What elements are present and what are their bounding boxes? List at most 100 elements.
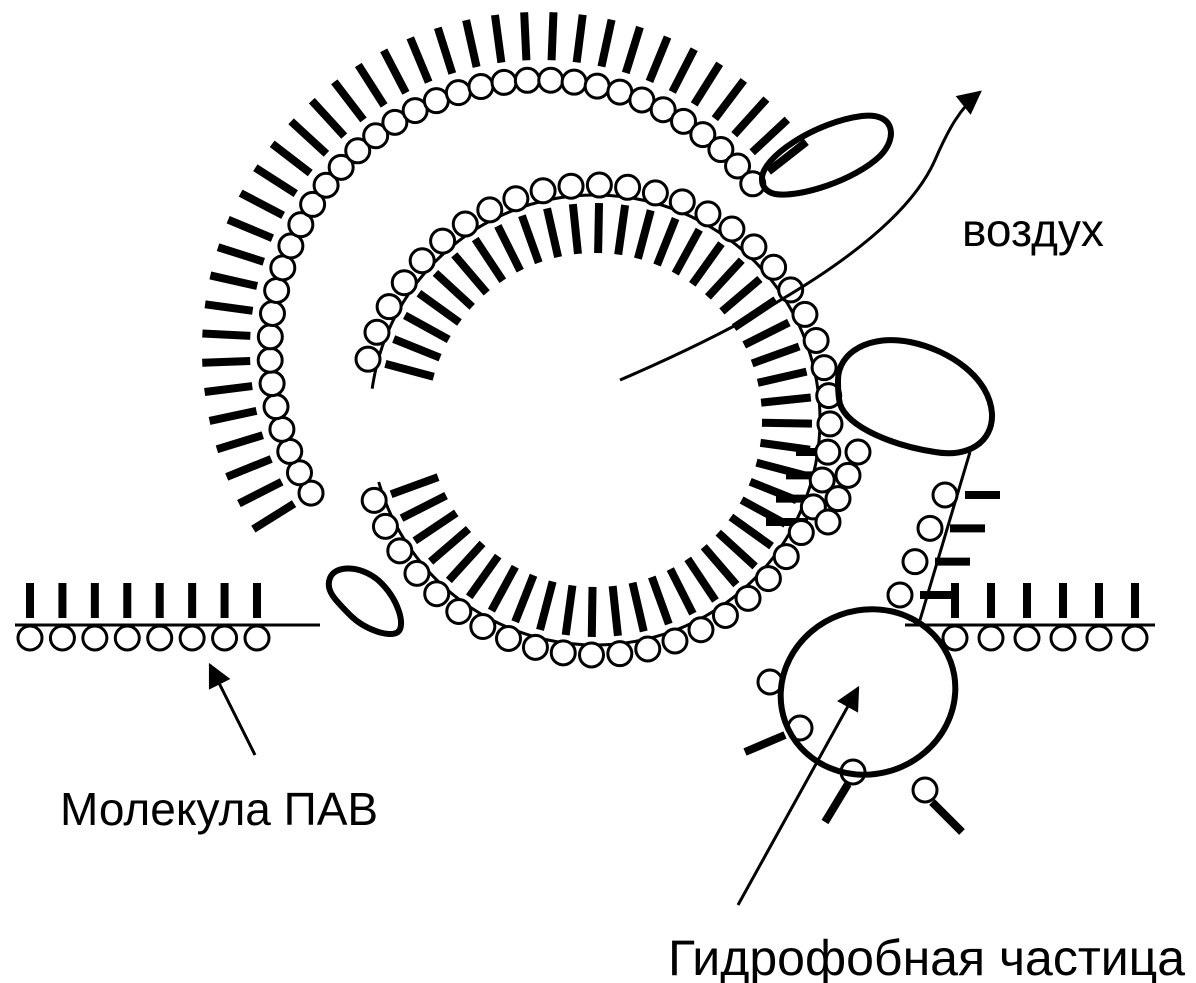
inner-bubble-molecule-head xyxy=(410,249,434,273)
hydrophobic-particle-small-left xyxy=(329,568,401,634)
inner-bubble-molecule-head xyxy=(689,618,713,642)
outer-bubble-molecule-head xyxy=(278,439,302,463)
inner-bubble-molecule-tail xyxy=(540,582,553,630)
outer-bubble-molecule-tail xyxy=(410,38,428,82)
column-right-molecule-head xyxy=(903,550,927,574)
column-left-molecule-head xyxy=(816,510,840,534)
inner-bubble-molecule-tail xyxy=(475,239,503,281)
outer-bubble-molecule-tail xyxy=(601,20,611,67)
outer-bubble-molecule-tail xyxy=(291,121,326,153)
inner-bubble-molecule-tail xyxy=(692,244,721,285)
outer-bubble-molecule-head xyxy=(260,301,284,325)
inner-bubble-molecule-head xyxy=(643,181,667,205)
outer-bubble-molecule-tail xyxy=(524,12,526,60)
inner-bubble-molecule-head xyxy=(425,582,449,606)
surface-right-molecule-head xyxy=(1087,626,1111,650)
surface-left-molecule-head xyxy=(50,626,74,650)
outer-bubble-molecule-head xyxy=(264,395,288,419)
inner-bubble-molecule-head xyxy=(762,255,786,279)
inner-bubble-molecule-tail xyxy=(652,577,669,624)
surface-left-molecule-head xyxy=(213,626,237,650)
outer-bubble-molecule-tail xyxy=(210,275,257,286)
inner-bubble-molecule-tail xyxy=(688,559,716,601)
inner-bubble-molecule-tail xyxy=(598,203,599,253)
inner-bubble-molecule-tail xyxy=(394,339,440,358)
inner-bubble-molecule-head xyxy=(720,217,744,241)
outer-bubble-molecule-tail xyxy=(384,50,406,93)
inner-bubble-molecule-head xyxy=(774,545,798,569)
surface-left-molecule-head xyxy=(18,626,42,650)
outer-bubble-molecule-tail xyxy=(734,99,766,135)
inner-bubble-molecule-head xyxy=(388,539,412,563)
inner-bubble-molecule-tail xyxy=(415,513,457,541)
inner-bubble-molecule-head xyxy=(804,328,828,352)
surface-right-molecule-head xyxy=(1015,626,1039,650)
outer-bubble-molecule-head xyxy=(424,89,448,113)
inner-bubble-molecule-head xyxy=(559,174,583,198)
column-left-molecule-head xyxy=(826,487,850,511)
outer-bubble-molecule-tail xyxy=(334,82,363,120)
inner-bubble-molecule-tail xyxy=(675,230,699,274)
outer-bubble-molecule-tail xyxy=(272,144,310,173)
inner-bubble-molecule-head xyxy=(789,521,813,545)
surfactant-tails xyxy=(30,12,1135,832)
outer-bubble-molecule-tail xyxy=(218,247,264,262)
column-left-molecule-head xyxy=(846,440,870,464)
inner-bubble-molecule-head xyxy=(756,567,780,591)
outer-bubble-molecule-tail xyxy=(577,15,583,63)
outer-bubble-molecule-tail xyxy=(227,459,271,477)
particle-label: Гидрофобная частица xyxy=(668,930,1185,983)
particle-molecule-head xyxy=(913,778,937,802)
inner-bubble-molecule-head xyxy=(405,561,429,585)
outer-bubble-molecule-tail xyxy=(239,482,282,504)
outer-bubble-molecule-tail xyxy=(241,193,284,215)
outer-bubble-molecule-tail xyxy=(438,28,453,74)
hydrophobic-particle-large xyxy=(757,585,978,799)
inner-bubble-molecule-tail xyxy=(758,372,807,383)
outer-bubble-molecule-tail xyxy=(694,64,720,105)
outer-bubble-molecule-tail xyxy=(202,361,250,363)
column-left-molecule-head xyxy=(836,463,860,487)
inner-bubble-molecule-tail xyxy=(618,205,625,255)
inner-bubble-molecule-head xyxy=(362,488,386,512)
outer-bubble-molecule-head xyxy=(258,348,282,372)
inner-bubble-molecule-tail xyxy=(638,210,651,258)
surfactant-heads xyxy=(18,68,1147,802)
inner-bubble-molecule-head xyxy=(551,641,575,665)
outer-bubble-molecule-tail xyxy=(210,411,257,421)
inner-bubble-molecule-head xyxy=(531,179,555,203)
inner-bubble-molecule-tail xyxy=(547,208,558,257)
inner-bubble-molecule-head xyxy=(497,627,521,651)
bubble-membranes xyxy=(15,82,1155,645)
outer-bubble-molecule-head xyxy=(608,80,632,104)
outer-bubble-molecule-tail xyxy=(253,504,294,529)
inner-bubble-molecule-head xyxy=(742,235,766,259)
outer-bubble-molecule-head xyxy=(258,325,282,349)
particle-molecule-tail xyxy=(825,784,848,822)
outer-bubble-molecule-head xyxy=(515,68,539,92)
inner-bubble-molecule-tail xyxy=(633,583,644,632)
surface-left-molecule-head xyxy=(83,626,107,650)
inner-bubble-molecule-tail xyxy=(704,547,737,585)
surfactant-label: Молекула ПАВ xyxy=(60,783,378,835)
inner-bubble-molecule-head xyxy=(696,202,720,226)
inner-bubble-molecule-tail xyxy=(402,496,447,519)
inner-bubble-molecule-head xyxy=(431,229,455,253)
inner-bubble-molecule-tail xyxy=(708,260,742,297)
outer-bubble-molecule-head xyxy=(492,70,516,94)
inner-bubble-molecule-tail xyxy=(391,477,438,494)
surface-right-molecule-head xyxy=(1051,626,1075,650)
inner-bubble-molecule-tail xyxy=(491,567,515,611)
inner-bubble-molecule-tail xyxy=(469,556,498,597)
inner-bubble-molecule-tail xyxy=(670,569,693,614)
hydrophobic-particle-upper-right xyxy=(838,340,992,453)
inner-bubble-molecule-head xyxy=(587,173,611,197)
inner-bubble-molecule-tail xyxy=(385,364,433,377)
outer-bubble-molecule-tail xyxy=(217,435,263,449)
inner-bubble-molecule-head xyxy=(392,271,416,295)
inner-bubble-molecule-head xyxy=(580,643,604,667)
inner-bubble-molecule-tail xyxy=(419,293,460,322)
inner-bubble-molecule-tail xyxy=(731,517,772,546)
inner-bubble-molecule-tail xyxy=(454,255,486,293)
inner-bubble-molecule-tail xyxy=(752,347,799,364)
